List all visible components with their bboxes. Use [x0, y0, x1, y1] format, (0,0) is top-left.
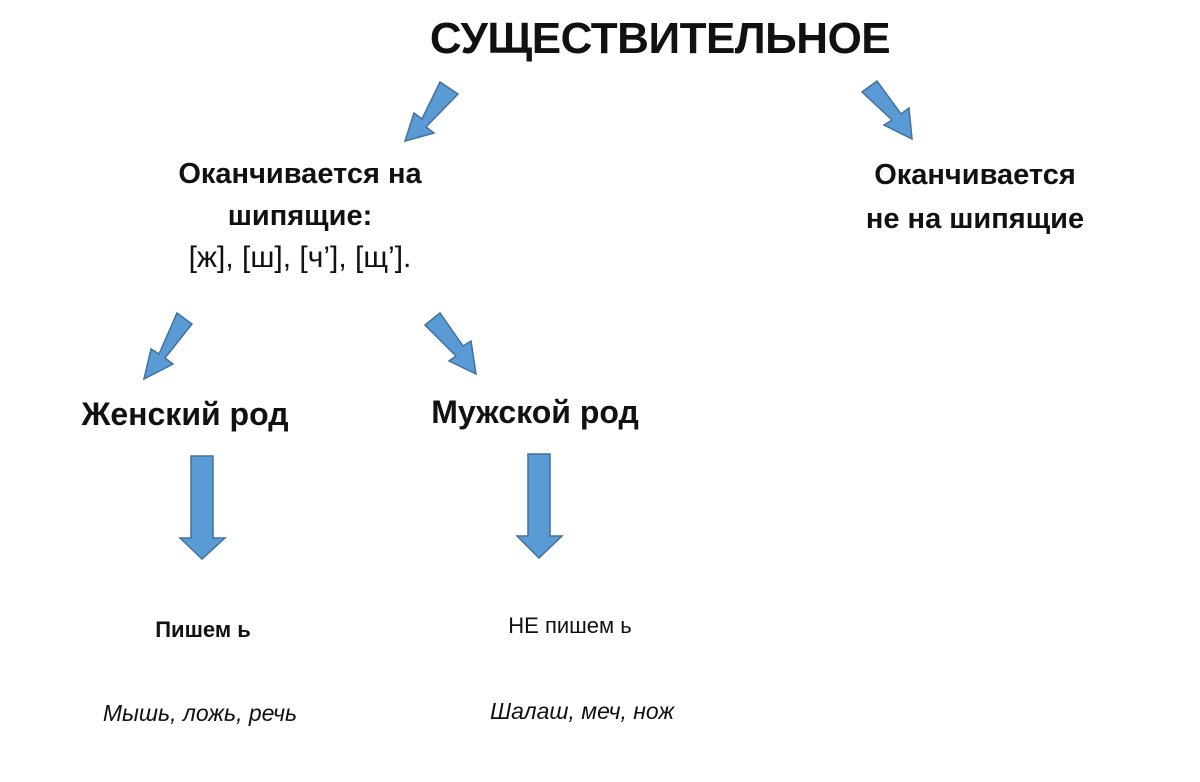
- arrow-hissing-to-masculine: [423, 311, 477, 376]
- rule-feminine: Пишем ь: [155, 617, 251, 642]
- examples-feminine: Мышь, ложь, речь: [102, 700, 298, 726]
- node-hissing-line1: Оканчивается на: [178, 158, 422, 190]
- node-ends-not-in-hissing: Оканчивается не на шипящие: [775, 153, 1175, 241]
- node-ends-in-hissing: Оканчивается на шипящие: [ж], [ш], [ч’],…: [100, 153, 500, 279]
- examples-masculine: Шалаш, меч, нож: [489, 698, 675, 724]
- diagram-title: СУЩЕСТВИТЕЛЬНОЕ: [429, 14, 891, 63]
- arrow-title-to-hissing: [403, 80, 460, 143]
- arrow-masculine-to-rule: [515, 453, 564, 560]
- rule-masculine: НЕ пишем ь: [508, 613, 632, 638]
- node-hissing-sounds: [ж], [ш], [ч’], [щ’].: [188, 241, 412, 274]
- node-masculine-gender: Мужской род: [431, 394, 639, 430]
- arrow-title-to-non-hissing: [860, 79, 913, 141]
- node-non-hissing-line2: не на шипящие: [865, 203, 1085, 235]
- arrow-feminine-to-rule: [178, 455, 227, 561]
- node-feminine-gender: Женский род: [81, 396, 289, 432]
- node-non-hissing-line1: Оканчивается: [874, 159, 1076, 191]
- arrow-hissing-to-feminine: [142, 311, 194, 381]
- node-hissing-line2: шипящие:: [227, 200, 373, 232]
